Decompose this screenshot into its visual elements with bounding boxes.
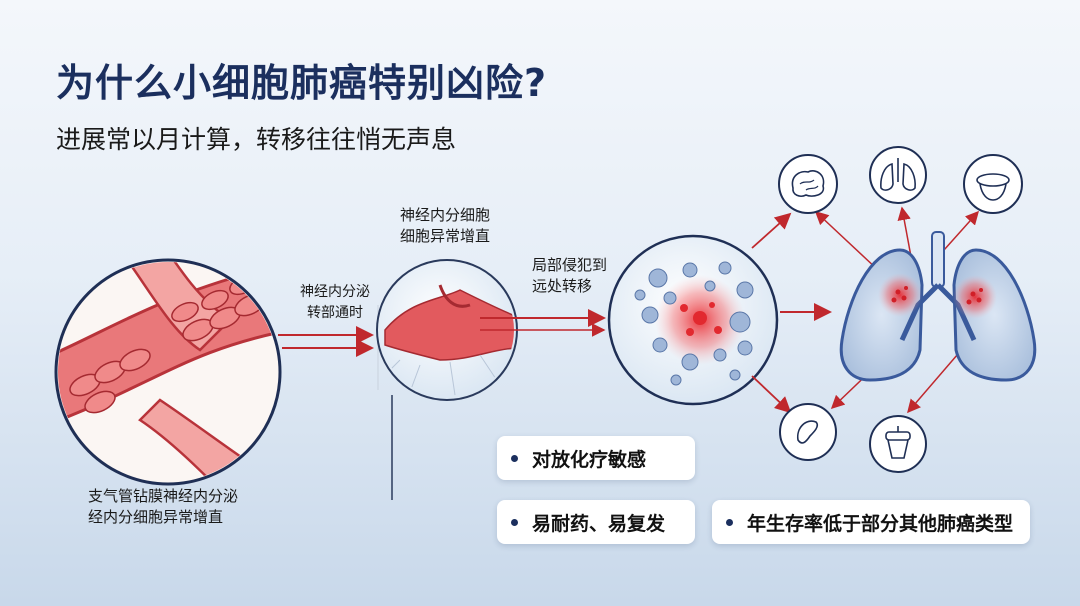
bullet-dot: [726, 518, 733, 526]
arrow-to-liver: [751, 375, 792, 414]
arrow-to-brain: [751, 212, 792, 249]
bone-icon: [869, 415, 927, 473]
card-chemo-sensitive: 对放化疗敏感: [497, 436, 695, 480]
bullet-dot: [511, 454, 518, 462]
metastasis-cell-orb: [607, 234, 779, 406]
card-resistance: 易耐药、易复发: [497, 500, 695, 544]
liver-icon: [779, 403, 837, 461]
step3-label: 局部侵犯到 远处转移: [532, 256, 608, 295]
page-title: 为什么小细胞肺癌特别凶险?: [56, 61, 548, 105]
step1-label: 神经内分泌 转部通时: [300, 284, 370, 321]
page-subtitle: 进展常以月计算，转移往往悄无声息: [56, 125, 457, 154]
lungs-illustration: [839, 231, 1037, 382]
brain-icon: [778, 154, 838, 214]
lungs-icon: [869, 146, 927, 204]
bullet-dot: [511, 518, 518, 526]
step2-label: 神经内分细胞 细胞异常增直: [400, 206, 491, 245]
bronchus-closeup: [54, 258, 282, 486]
thyroid-icon: [963, 154, 1023, 214]
card-survival: 年生存率低于部分其他肺癌类型: [712, 500, 1030, 544]
origin-label: 支气管钻膜神经内分泌 经内分细胞异常增直: [88, 487, 239, 526]
